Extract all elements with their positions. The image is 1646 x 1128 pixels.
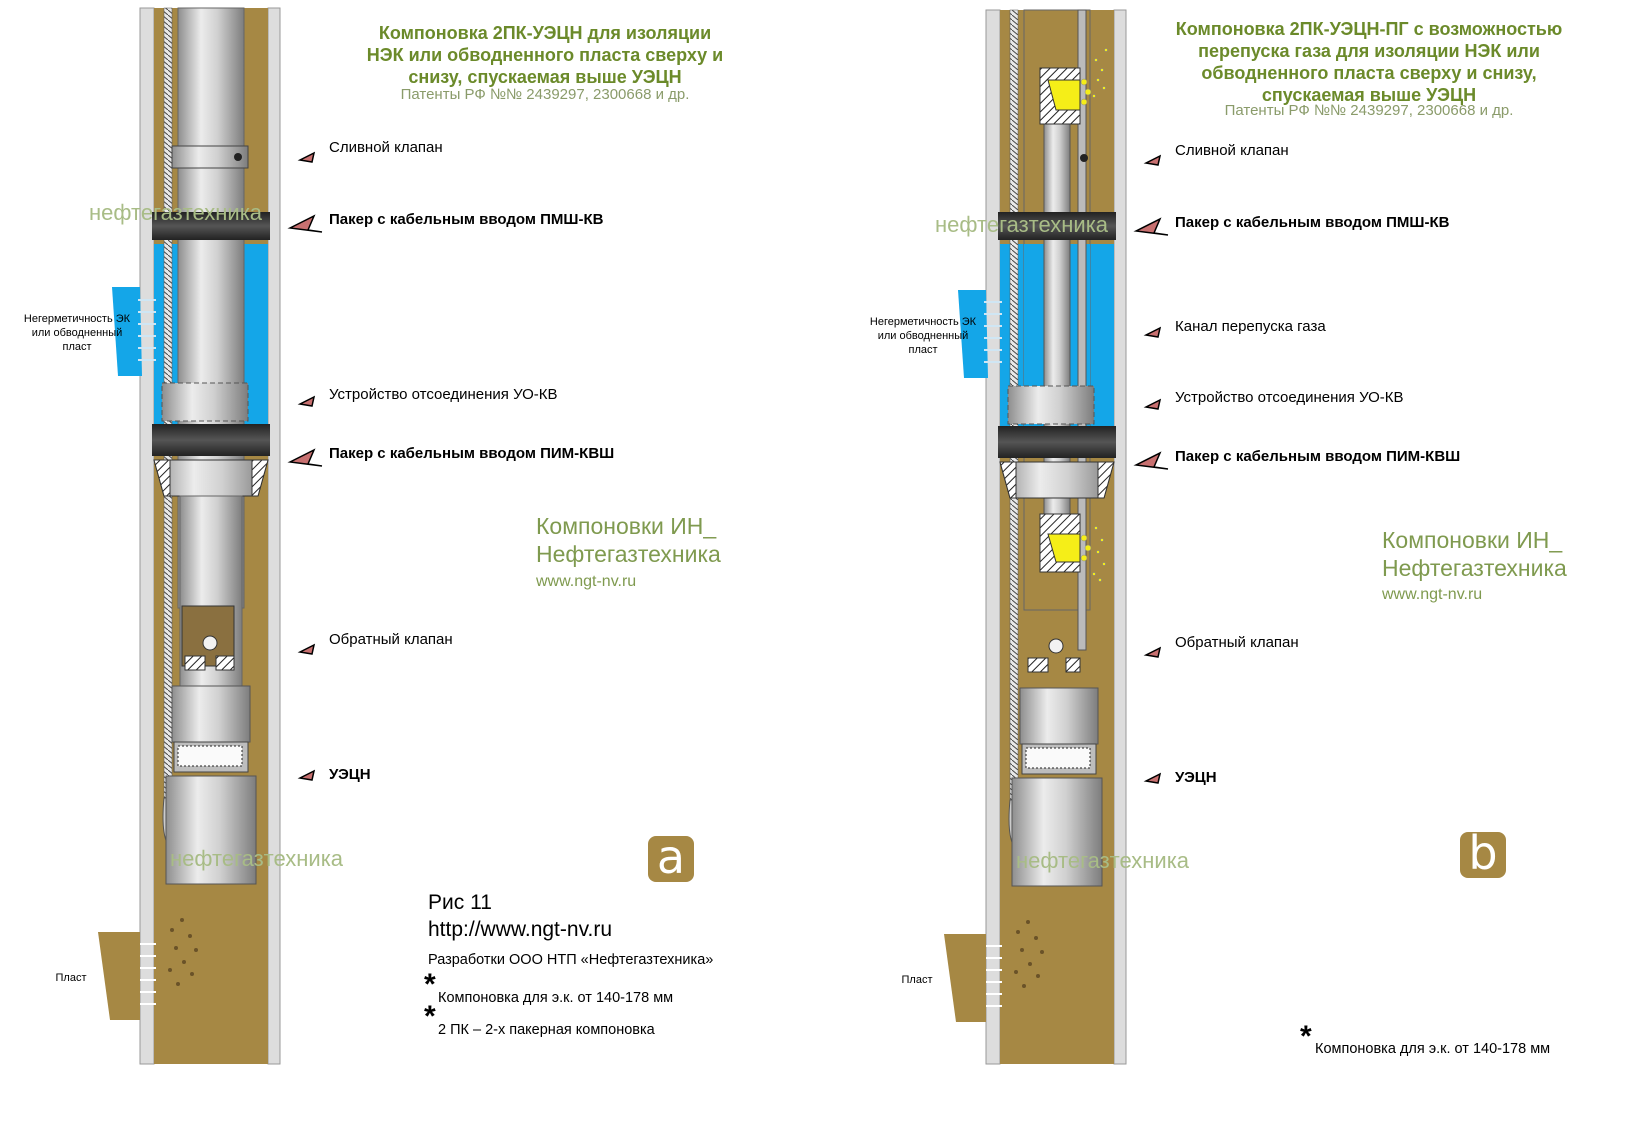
uecn-motor	[1011, 777, 1103, 887]
uecn-pump	[171, 685, 251, 743]
packer-cone	[153, 459, 269, 497]
formation-indicator	[944, 934, 986, 1022]
formation-perforations	[140, 943, 156, 1005]
brand-line1: Компоновки ИН_	[1382, 527, 1563, 553]
arrow-check	[1143, 646, 1162, 658]
label-packer-pmsh: Пакер с кабельным вводом ПМШ-КВ	[329, 211, 604, 228]
well-diagram-a	[98, 7, 323, 1065]
watermark-bottom: нефтегазтехника	[170, 846, 344, 871]
arrow-pmsh	[1133, 217, 1169, 236]
label-packer-pmsh: Пакер с кабельным вводом ПМШ-КВ	[1175, 214, 1450, 231]
casing-right-wall	[1113, 9, 1127, 1065]
brand-line2: Нефтегазтехника	[536, 541, 721, 567]
check-valve-ball	[202, 635, 218, 651]
developer-note: Разработки ООО НТП «Нефтегазтехника»	[428, 952, 714, 968]
disconnect-device	[161, 382, 249, 422]
formation-label: Пласт	[901, 974, 933, 986]
figure-url[interactable]: http://www.ngt-nv.ru	[428, 918, 613, 941]
note2: 2 ПК – 2-х пакерная компоновка	[438, 1022, 655, 1038]
leak-perforations	[138, 299, 156, 361]
packer-pmsh	[152, 212, 270, 240]
leak-label: Негерметичность ЭК или обводненный пласт	[23, 313, 131, 353]
arrow-disconnect	[1143, 398, 1162, 410]
leak-label: Негерметичность ЭК или обводненный пласт	[869, 316, 977, 356]
note1-star: *	[424, 968, 436, 1001]
arrow-pmsh	[287, 214, 323, 233]
leak-indicator	[112, 287, 142, 376]
pointer-arrows	[1133, 154, 1169, 784]
label-packer-pim: Пакер с кабельным вводом ПИМ-КВШ	[1175, 448, 1461, 465]
packer-pmsh	[998, 212, 1116, 240]
arrow-drain	[1143, 154, 1162, 166]
brand-line1: Компоновки ИН_	[536, 513, 717, 539]
formation-particles	[168, 918, 198, 986]
label-disconnect: Устройство отсоединения УО-КВ	[329, 386, 558, 403]
label-gas-channel: Канал перепуска газа	[1175, 318, 1326, 335]
arrow-check	[297, 643, 316, 655]
gas-channel-line	[1077, 9, 1087, 651]
casing-left-wall	[985, 9, 1001, 1065]
label-uecn: УЭЦН	[1175, 769, 1217, 786]
label-drain-valve: Сливной клапан	[329, 139, 443, 156]
casing-right-wall	[267, 7, 281, 1065]
packer-pim	[152, 424, 270, 456]
label-uecn: УЭЦН	[329, 766, 371, 783]
patent-note: Патенты РФ №№ 2439297, 2300668 и др.	[1224, 102, 1514, 119]
disconnect-device	[1007, 385, 1095, 425]
formation-label: Пласт	[55, 972, 87, 984]
label-packer-pim: Пакер с кабельным вводом ПИМ-КВШ	[329, 445, 615, 462]
arrow-disconnect	[297, 395, 316, 407]
panel-badge-a: a	[648, 834, 694, 882]
note1: Компоновка для э.к. от 140-178 мм	[1315, 1041, 1551, 1057]
arrow-uecn	[1143, 772, 1162, 784]
check-valve-ball	[1048, 638, 1064, 654]
brand-line2: Нефтегазтехника	[1382, 555, 1567, 581]
uecn-intake-grille	[177, 745, 243, 767]
drain-valve-port	[1080, 154, 1088, 162]
panel-a: Компоновка 2ПК-УЭЦН для изоляции НЭК или…	[23, 7, 724, 1065]
drain-valve-collar	[171, 145, 249, 169]
brand-url[interactable]: www.ngt-nv.ru	[536, 573, 637, 590]
watermark-top: нефтегазтехника	[935, 212, 1109, 237]
panel-b: Компоновка 2ПК-УЭЦН-ПГ с возможностью пе…	[870, 0, 1646, 1128]
formation-indicator	[98, 932, 140, 1020]
label-disconnect: Устройство отсоединения УО-КВ	[1175, 389, 1404, 406]
drain-valve-port	[234, 153, 242, 161]
casing-left-wall	[139, 7, 155, 1065]
formation-perforations	[986, 945, 1002, 1007]
arrow-uecn	[297, 769, 316, 781]
leak-indicator	[958, 290, 988, 378]
arrow-gas	[1143, 326, 1162, 338]
uecn-pump	[1019, 687, 1099, 745]
panel-badge-b: b	[1460, 830, 1506, 878]
figure-number: Рис 11	[428, 891, 492, 914]
formation-particles	[1014, 920, 1044, 988]
brand-url[interactable]: www.ngt-nv.ru	[1382, 586, 1483, 603]
uecn-motor	[165, 775, 257, 885]
arrow-pim	[287, 448, 323, 467]
leak-perforations	[984, 301, 1002, 363]
arrow-pim	[1133, 451, 1169, 470]
packer-pim	[998, 426, 1116, 458]
watermark-top: нефтегазтехника	[89, 200, 263, 225]
note1: Компоновка для э.к. от 140-178 мм	[438, 990, 674, 1006]
arrow-drain	[297, 151, 316, 163]
label-drain-valve: Сливной клапан	[1175, 142, 1289, 159]
title: Компоновка 2ПК-УЭЦН-ПГ с возможностью пе…	[1175, 19, 1563, 105]
watermark-bottom: нефтегазтехника	[1016, 848, 1190, 873]
patent-note: Патенты РФ №№ 2439297, 2300668 и др.	[400, 86, 690, 103]
note1-star: *	[1300, 1020, 1312, 1053]
gas-bubbles-lower	[1080, 526, 1106, 582]
label-check-valve: Обратный клапан	[329, 631, 453, 648]
label-check-valve: Обратный клапан	[1175, 634, 1299, 651]
gas-bubbles-upper	[1080, 48, 1108, 106]
uecn-intake-grille	[1025, 747, 1091, 769]
pointer-arrows	[287, 151, 323, 781]
packer-cone	[999, 461, 1115, 499]
title: Компоновка 2ПК-УЭЦН для изоляции НЭК или…	[366, 23, 724, 87]
well-diagram-b	[944, 9, 1169, 1065]
note2-star: *	[424, 1000, 436, 1033]
